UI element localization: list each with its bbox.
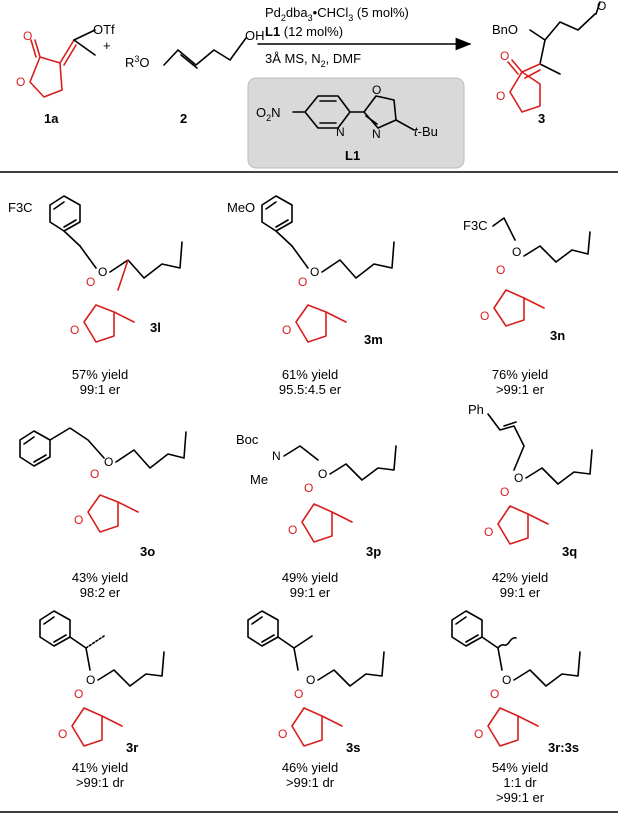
label-3: 3 [538,111,545,126]
oxazoline-n: N [372,127,381,141]
selectivity-3r: >99:1 dr [76,775,125,790]
ring-o-3: O [496,89,505,103]
substituent-3m: MeO [227,200,255,215]
substituent-3n: F3C [463,218,488,233]
yield-3o: 43% yield [72,570,128,585]
yield-3p: 49% yield [282,570,338,585]
label-3m: 3m [364,332,383,347]
entry-3m: MeO O O O 3m 61% yield 95.5:4.5 er [227,195,395,397]
catalyst-text: Pd2dba3•CHCl3 (5 mol%) [265,5,409,23]
yield-3n: 76% yield [492,367,548,382]
label-2: 2 [180,111,187,126]
ether-o-3r: O [86,673,95,687]
selectivity2-3r3s: >99:1 er [496,790,545,805]
ether-o-3r3s: O [502,673,511,687]
yield-3l: 57% yield [72,367,128,382]
oh-group: OH [245,28,265,43]
additives-text: 3Å MS, N2, DMF [265,51,361,69]
ring-o-3r: O [58,727,67,741]
entry-3r: O O O 3r 41% yield >99:1 dr [39,610,165,790]
carbonyl-o-3r: O [74,687,83,701]
label-3o: 3o [140,544,155,559]
ether-o-3m: O [310,265,319,279]
ring-o-3r3s: O [474,727,483,741]
selectivity-3l: 99:1 er [80,382,121,397]
selectivity-3o: 98:2 er [80,585,121,600]
selectivity-3p: 99:1 er [290,585,331,600]
oxazoline-o: O [372,83,381,97]
ether-o-3p: O [318,467,327,481]
ring-o-3l: O [70,323,79,337]
plus-sign: + [103,38,111,53]
selectivity-3n: >99:1 er [496,382,545,397]
carbonyl-o-3m: O [298,275,307,289]
carbonyl-o-3q: O [500,485,509,499]
substrate-2: R3O OH 2 [125,28,265,126]
amine-n-3p: N [272,449,281,463]
substituent2-3p: Me [250,472,268,487]
ring-o-3s: O [278,727,287,741]
r3-group: R3O [125,54,150,70]
yield-3m: 61% yield [282,367,338,382]
entry-3o: O O O 3o 43% yield 98:2 er [19,427,187,600]
label-3p: 3p [366,544,381,559]
substituent-3q: Ph [468,402,484,417]
label-3r3s: 3r:3s [548,740,579,755]
tbu-group: t-Bu [414,124,438,139]
substituent-3l: F3C [8,200,33,215]
ring-o-3q: O [484,525,493,539]
pyridine-n: N [336,125,345,139]
bno-group: BnO [492,22,518,37]
lactone-o-3: O [500,49,509,63]
nitro-group: O2N [256,105,281,123]
label-3s: 3s [346,740,360,755]
selectivity-3q: 99:1 er [500,585,541,600]
ligand-l1-box: O2N N O N t-Bu L1 [247,77,465,169]
entry-3n: F3C O O O 3n 76% yield >99:1 er [463,217,591,397]
label-3r: 3r [126,740,138,755]
ring-o-3o: O [74,513,83,527]
ether-o-3o: O [104,455,113,469]
ring-o-3n: O [480,309,489,323]
entry-3p: Boc N Me O O O 3p 49% yield 99:1 er [236,432,397,600]
carbonyl-o-1a: O [23,29,32,43]
entry-3r-3s: O O O 3r:3s 54% yield 1:1 dr >99:1 er [451,610,581,805]
ring-o-1a: O [16,75,25,89]
selectivity-3r3s: 1:1 dr [503,775,537,790]
label-1a: 1a [44,111,59,126]
product-3: BnO O O O 3 [492,0,606,126]
aldehyde-o-3: O [597,0,606,13]
selectivity-3m: 95.5:4.5 er [279,382,342,397]
ligand-loading-text: L1 (12 mol%) [265,24,343,39]
yield-3r3s: 54% yield [492,760,548,775]
yield-3q: 42% yield [492,570,548,585]
carbonyl-o-3r3s: O [490,687,499,701]
carbonyl-o-3s: O [294,687,303,701]
ether-o-3s: O [306,673,315,687]
substrate-1a: O O OTf 1a [16,22,115,126]
carbonyl-o-3o: O [90,467,99,481]
ring-o-3p: O [288,523,297,537]
ligand-label: L1 [345,148,360,163]
ring-o-3m: O [282,323,291,337]
ether-o-3q: O [514,471,523,485]
yield-3s: 46% yield [282,760,338,775]
otf-group: OTf [93,22,115,37]
yield-3r: 41% yield [72,760,128,775]
label-3q: 3q [562,544,577,559]
carbonyl-o-3n: O [496,263,505,277]
selectivity-3s: >99:1 dr [286,775,335,790]
label-3n: 3n [550,328,565,343]
substituent-3p: Boc [236,432,259,447]
entry-3s: O O O 3s 46% yield >99:1 dr [247,610,385,790]
carbonyl-o-3l: O [86,275,95,289]
ether-o-3n: O [512,245,521,259]
entry-3l: F3C O O O 3l 57% yield 99:1 er [8,195,183,397]
label-3l: 3l [150,320,161,335]
ether-o-3l: O [98,265,107,279]
carbonyl-o-3p: O [304,481,313,495]
entry-3q: Ph O O O 3q 42% yield 99:1 er [468,402,593,600]
